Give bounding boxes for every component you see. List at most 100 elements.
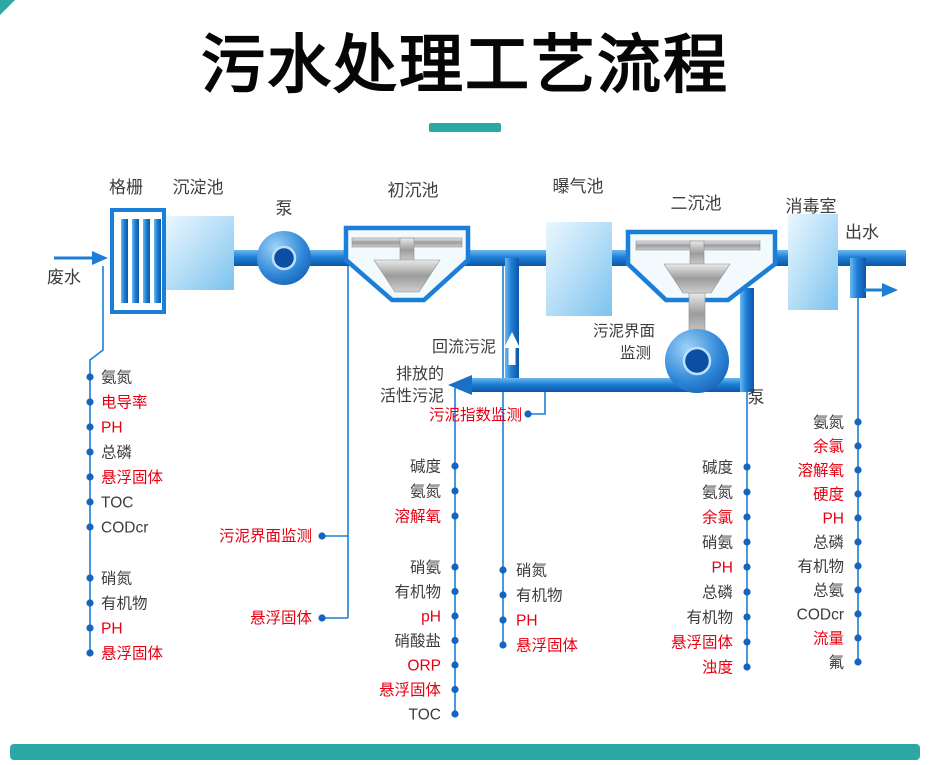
disinfection-tank bbox=[788, 214, 838, 310]
param-dot bbox=[854, 418, 862, 426]
param-dot bbox=[743, 663, 751, 671]
sedimentation-tank bbox=[166, 216, 234, 290]
param-label: 氨氮 bbox=[702, 484, 734, 502]
param-dot bbox=[743, 538, 751, 546]
param-label: 有机物 bbox=[686, 609, 733, 627]
param-dot bbox=[451, 636, 459, 645]
param-dot bbox=[86, 398, 94, 406]
inflow-arrow-head bbox=[92, 251, 108, 265]
param-dot bbox=[451, 462, 459, 470]
param-label: 氟 bbox=[828, 654, 844, 672]
param-label: PH bbox=[822, 511, 844, 528]
discharge-label-line1: 排放的 bbox=[396, 365, 444, 383]
param-dot bbox=[86, 649, 94, 657]
sludge-index-line bbox=[530, 388, 546, 415]
pump2-label: 泵 bbox=[748, 388, 765, 407]
grid-bar bbox=[154, 219, 161, 303]
grid-tank bbox=[110, 208, 166, 314]
param-dot bbox=[86, 523, 94, 531]
param-dot bbox=[451, 487, 459, 495]
param-label: 溶解氧 bbox=[394, 508, 441, 526]
param-label: TOC bbox=[409, 707, 441, 724]
primary-center-funnel bbox=[373, 259, 441, 293]
param-label: 余氯 bbox=[813, 437, 844, 456]
page-title: 污水处理工艺流程 bbox=[201, 29, 729, 101]
param-dot bbox=[86, 473, 94, 481]
param-label: 总磷 bbox=[702, 584, 733, 602]
bottom-bar bbox=[10, 744, 920, 760]
param-label: pH bbox=[421, 609, 441, 626]
discharge-label-line2: 活性污泥 bbox=[380, 387, 444, 405]
param-dot bbox=[86, 448, 94, 456]
suspended-solids-label: 悬浮固体 bbox=[250, 609, 313, 627]
param-label: ORP bbox=[407, 658, 441, 675]
aeration-interface-label-line2: 监测 bbox=[620, 344, 651, 362]
param-label: 氨氮 bbox=[410, 483, 442, 501]
inflow-arrow bbox=[54, 251, 108, 265]
pipe-outflow-drop bbox=[850, 258, 866, 298]
param-label: PH bbox=[101, 621, 123, 638]
pump1 bbox=[257, 231, 311, 285]
corner-accent bbox=[0, 0, 15, 15]
primary-center-shaft bbox=[399, 237, 415, 263]
secondary-label: 二沉池 bbox=[671, 194, 722, 213]
param-label: 有机物 bbox=[101, 595, 148, 613]
grid-label: 格栅 bbox=[109, 178, 143, 197]
pump2-hub bbox=[682, 346, 712, 376]
secondary-center-funnel bbox=[663, 263, 731, 294]
param-label: PH bbox=[516, 613, 538, 630]
grid-bar bbox=[143, 219, 150, 303]
param-dot bbox=[86, 373, 94, 381]
aeration-tank bbox=[546, 222, 612, 316]
param-dot bbox=[743, 513, 751, 521]
left-trunk-line bbox=[89, 266, 104, 652]
param-dot bbox=[743, 488, 751, 496]
primary-label: 初沉池 bbox=[388, 181, 439, 200]
outflow-label: 出水 bbox=[845, 223, 879, 242]
sludge-index-label: 污泥指数监测 bbox=[429, 406, 522, 424]
param-dot bbox=[854, 466, 862, 474]
pipe-secondary-drain bbox=[740, 288, 754, 392]
param-label: PH bbox=[711, 560, 733, 577]
param-dot bbox=[451, 612, 459, 620]
aeration-interface-label-line1: 污泥界面 bbox=[593, 322, 655, 340]
param-label: 硝氮 bbox=[516, 562, 548, 580]
param-dot bbox=[451, 563, 459, 571]
pipe-return-vertical bbox=[505, 258, 519, 392]
sedimentation-label: 沉淀池 bbox=[173, 178, 224, 197]
param-label: 氨氮 bbox=[813, 414, 845, 432]
param-dot bbox=[499, 591, 507, 599]
pipe-outflow bbox=[836, 250, 906, 266]
param-label: 总磷 bbox=[813, 534, 844, 552]
param-label: 浊度 bbox=[702, 659, 733, 677]
disinfection-label: 消毒室 bbox=[786, 197, 837, 216]
secondary-clarifier bbox=[625, 229, 778, 336]
param-label: 有机物 bbox=[797, 558, 844, 576]
param-label: TOC bbox=[101, 495, 133, 512]
param-dot bbox=[86, 624, 94, 632]
param-label: CODcr bbox=[797, 607, 844, 624]
param-dot bbox=[854, 490, 862, 498]
param-label: 总磷 bbox=[101, 444, 132, 462]
sludge-index-dot bbox=[524, 410, 532, 418]
outflow-arrow-head bbox=[882, 283, 898, 297]
param-label: 悬浮固体 bbox=[671, 634, 734, 652]
pump1-label: 泵 bbox=[276, 199, 293, 218]
grid-bar bbox=[121, 219, 128, 303]
return-sludge-label: 回流污泥 bbox=[432, 338, 496, 356]
param-label: 硝酸盐 bbox=[394, 632, 441, 650]
param-dot bbox=[86, 498, 94, 506]
param-dot bbox=[743, 463, 751, 471]
monitor-lines bbox=[89, 264, 859, 714]
param-dot bbox=[854, 442, 862, 450]
outflow-arrow bbox=[864, 283, 898, 297]
param-label: 悬浮固体 bbox=[101, 469, 164, 487]
param-label: 悬浮固体 bbox=[101, 645, 164, 663]
param-label: 总氨 bbox=[813, 582, 844, 600]
param-label: 电导率 bbox=[101, 394, 148, 412]
